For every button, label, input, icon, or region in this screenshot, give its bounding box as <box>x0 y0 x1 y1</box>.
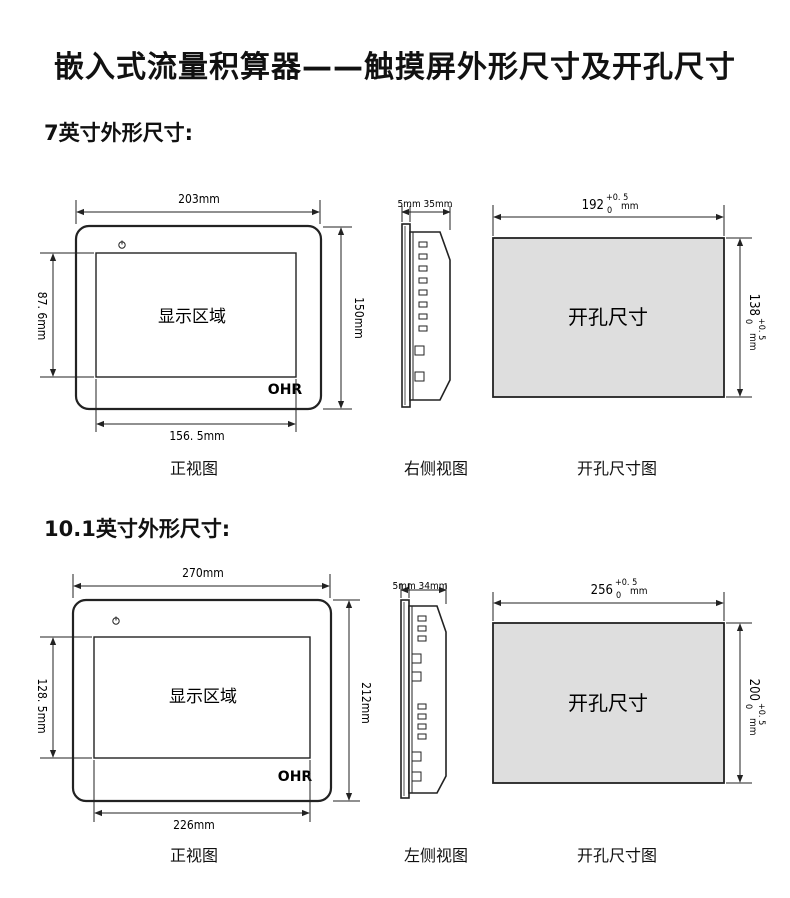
cutout-width-tol-lower: 0 <box>616 591 621 601</box>
side-depth-label: 5mm 35mm <box>397 199 452 210</box>
cutout-width-unit: mm <box>621 201 639 212</box>
power-icon <box>118 240 126 249</box>
side-view-10inch: 5mm 34mm <box>392 581 448 799</box>
caption-side-view-7inch: 右侧视图 <box>403 459 468 478</box>
cutout-width-tol-upper: +0. 5 <box>615 578 637 588</box>
page-title: 嵌入式流量积算器——触摸屏外形尺寸及开孔尺寸 <box>54 50 736 85</box>
dim-width-label: 203mm <box>178 192 220 206</box>
section-heading-10inch: 10.1英寸外形尺寸: <box>44 517 231 541</box>
cutout-height-unit: mm <box>747 718 758 736</box>
display-area-label: 显示区域 <box>158 307 226 327</box>
housing-body <box>408 605 447 794</box>
bezel-edge <box>401 223 411 408</box>
housing-body <box>409 231 451 401</box>
cutout-width-tol-upper: +0. 5 <box>606 193 628 203</box>
cutout-view-7inch: 开孔尺寸 192 +0. 5 0 mm 138 +0. 5 0 mm <box>492 193 766 398</box>
dim-width-label: 270mm <box>182 566 224 580</box>
dim-height-label: 150mm <box>352 297 366 339</box>
cutout-height-tol-upper: +0. 5 <box>756 703 766 725</box>
caption-front-view-7inch: 正视图 <box>169 459 218 478</box>
side-connectors <box>411 615 427 782</box>
cutout-rect <box>492 237 725 398</box>
side-view-7inch: 5mm 35mm <box>397 199 453 408</box>
dim-screen-width-label: 156. 5mm <box>169 429 224 443</box>
dim-height-label: 212mm <box>359 682 373 724</box>
dim-screen-width-label: 226mm <box>173 818 215 832</box>
display-area-label: 显示区域 <box>169 687 237 707</box>
side-connectors <box>414 241 428 382</box>
cutout-width-unit: mm <box>630 586 648 597</box>
cutout-height-base: 138 <box>746 294 761 316</box>
cutout-width-tol-lower: 0 <box>607 206 612 216</box>
section-heading-7inch: 7英寸外形尺寸: <box>44 121 194 145</box>
cutout-width-base: 192 <box>582 198 604 213</box>
cutout-height-tol-upper: +0. 5 <box>756 318 766 340</box>
cutout-height-base: 200 <box>746 679 761 701</box>
dim-screen-height-label: 128. 5mm <box>35 678 49 733</box>
cutout-height-tol-lower: 0 <box>743 704 753 709</box>
display-area <box>95 252 297 378</box>
cutout-rect <box>492 622 725 784</box>
caption-cutout-10inch: 开孔尺寸图 <box>576 846 657 865</box>
caption-side-view-10inch: 左侧视图 <box>403 846 468 865</box>
caption-front-view-10inch: 正视图 <box>169 846 218 865</box>
cutout-height-tol-lower: 0 <box>743 319 753 324</box>
caption-cutout-7inch: 开孔尺寸图 <box>576 459 657 478</box>
cutout-view-10inch: 开孔尺寸 256 +0. 5 0 mm 200 +0. 5 0 mm <box>492 578 766 784</box>
ohr-logo: OHR <box>268 382 303 398</box>
front-view-10inch: 显示区域 OHR 270mm 212mm 128. 5mm 226mm <box>35 566 373 832</box>
cutout-height-unit: mm <box>747 333 758 351</box>
front-view-7inch: 显示区域 OHR 203mm 150mm 87. 6mm 156. 5mm <box>35 192 366 443</box>
cutout-width-base: 256 <box>591 583 613 598</box>
power-icon <box>112 616 120 625</box>
cutout-label: 开孔尺寸 <box>568 305 648 329</box>
ohr-logo: OHR <box>278 769 313 785</box>
display-area <box>93 636 311 759</box>
bezel-edge <box>400 599 410 799</box>
cutout-label: 开孔尺寸 <box>568 691 648 715</box>
dim-screen-height-label: 87. 6mm <box>35 292 49 341</box>
side-depth-label: 5mm 34mm <box>392 581 447 592</box>
